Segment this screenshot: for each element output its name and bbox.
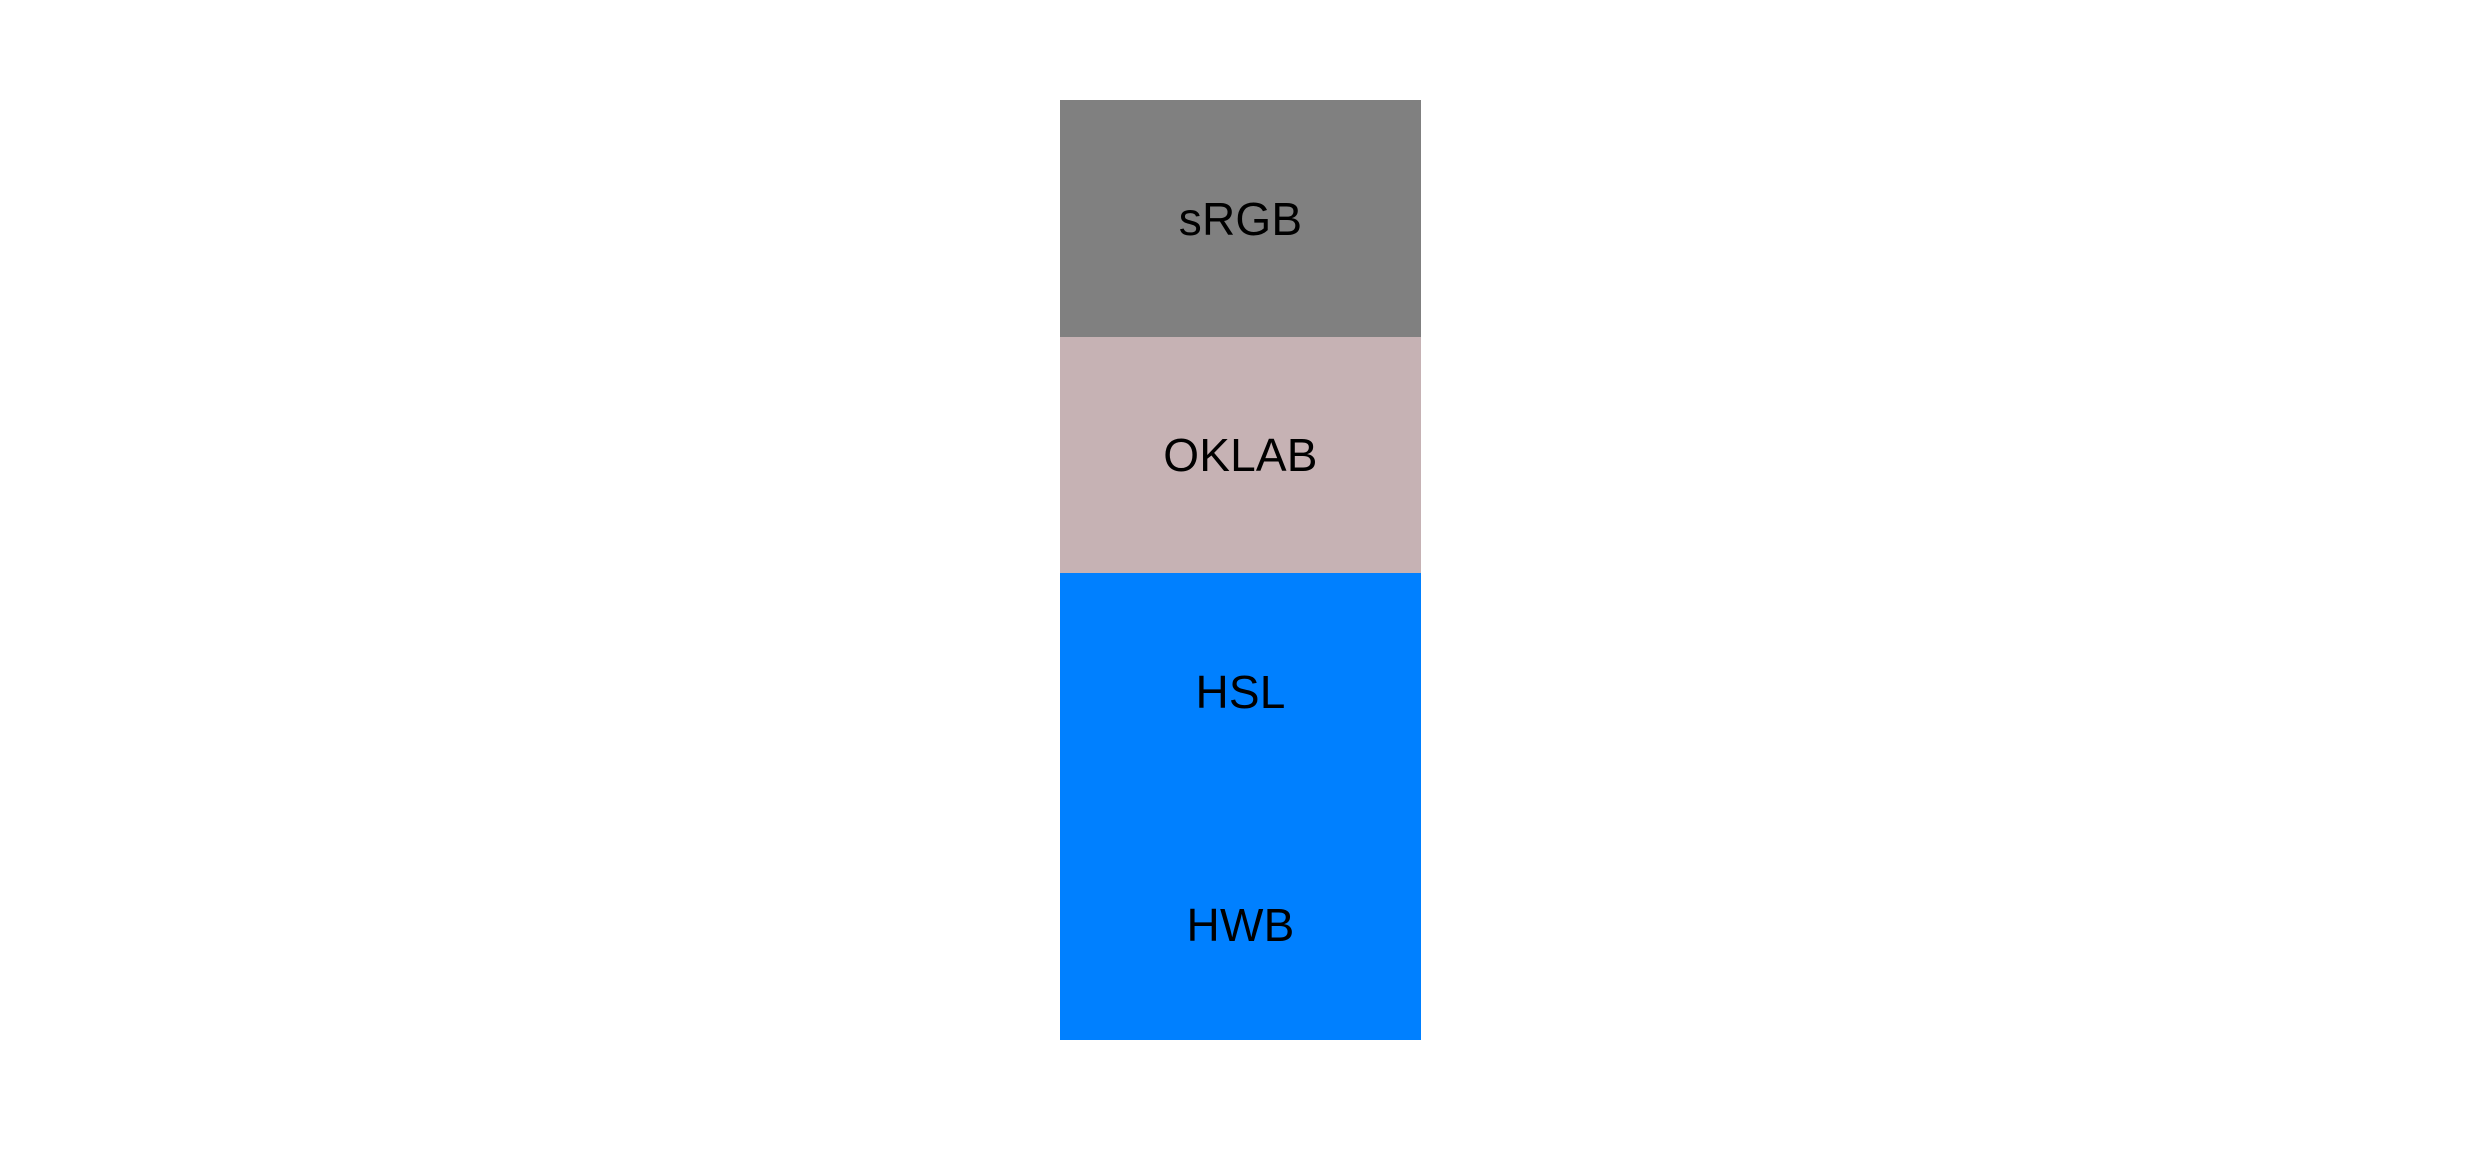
swatch-label-hwb: HWB: [1186, 899, 1295, 951]
swatch-oklab: OKLAB: [1060, 337, 1421, 573]
swatch-label-srgb: sRGB: [1178, 192, 1303, 245]
swatch-label-hsl: HSL: [1195, 665, 1286, 718]
swatch-srgb: sRGB: [1060, 100, 1421, 337]
swatch-hsl: HSL: [1060, 573, 1421, 810]
color-interpolation-swatch-stack: sRGB OKLAB HSL HWB: [1060, 100, 1421, 1040]
swatch-label-oklab: OKLAB: [1163, 429, 1318, 481]
swatch-hwb: HWB: [1060, 810, 1421, 1040]
